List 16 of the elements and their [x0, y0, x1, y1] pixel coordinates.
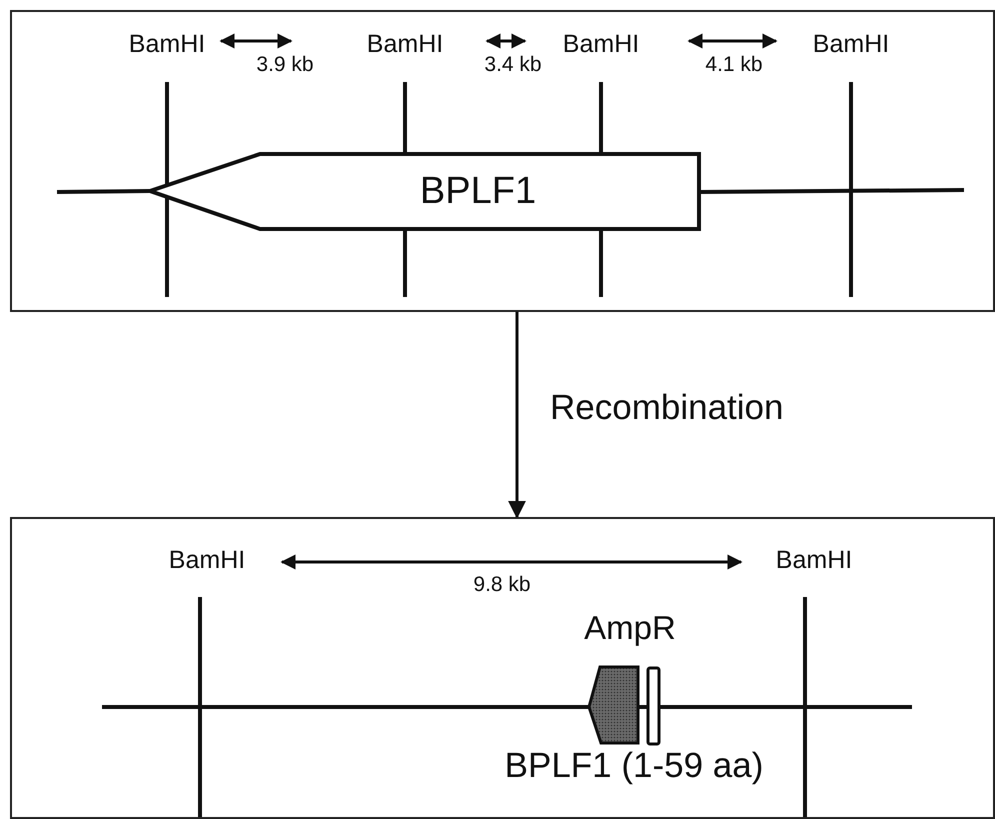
length-label: 4.1 kb: [705, 54, 763, 75]
gene-label: BPLF1: [420, 172, 536, 210]
site-label: BamHI: [366, 32, 444, 57]
length-label: 3.9 kb: [256, 54, 314, 75]
gene-label: AmpR: [584, 611, 676, 644]
map-panel: [10, 517, 995, 819]
site-label: BamHI: [812, 32, 890, 57]
site-label: BamHI: [168, 548, 246, 573]
map-panel: [10, 10, 995, 312]
site-label: BamHI: [776, 548, 852, 573]
arrow: [508, 312, 526, 519]
length-label: 9.8 kb: [473, 574, 531, 595]
length-label: 3.4 kb: [484, 54, 542, 75]
gene-label: BPLF1 (1-59 aa): [504, 748, 764, 783]
site-label: BamHI: [128, 32, 206, 57]
site-label: BamHI: [562, 32, 640, 57]
